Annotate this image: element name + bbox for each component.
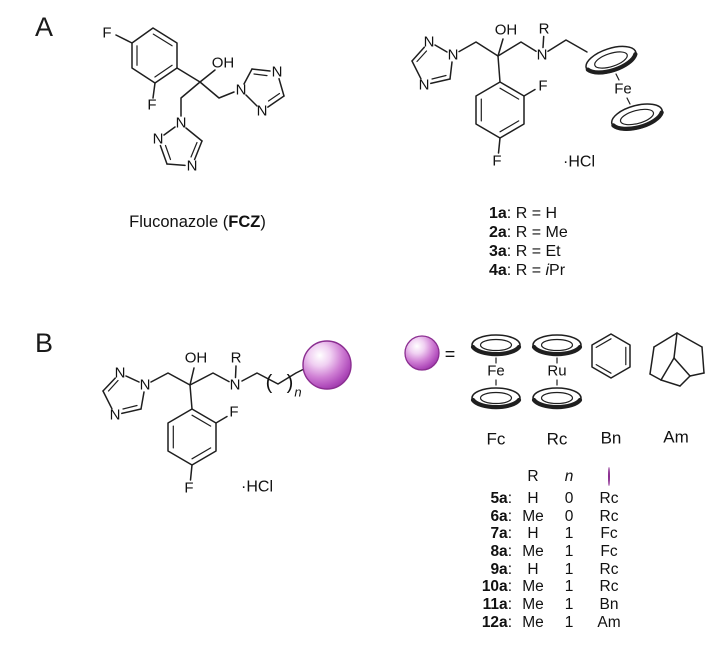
hydroxyl-label: OH	[212, 55, 235, 72]
legend-label-fc: Fc	[487, 430, 506, 449]
backbone: OH N R ( ) n	[150, 350, 309, 400]
fluorine-label: F	[229, 404, 238, 421]
table-header-r: R	[527, 468, 539, 485]
variant-4a: 4a: R = iPr	[489, 262, 566, 279]
nitrogen-label: N	[236, 82, 247, 99]
compound-table-header: R n	[466, 466, 632, 488]
hydroxyl-label: OH	[185, 350, 208, 367]
ruthenium-label: Ru	[547, 363, 566, 380]
nitrogen-label: N	[153, 131, 164, 148]
nitrogen-label: N	[424, 34, 435, 51]
r-group-label: R	[231, 350, 242, 367]
substituent-legend: = Fe Ru	[404, 332, 705, 449]
variant-1a: 1a: R = H	[489, 205, 558, 222]
variant-3a: 3a: R = Et	[489, 243, 561, 260]
ruthenocene-icon: Ru	[531, 334, 583, 410]
linker-paren-open: (	[266, 372, 273, 394]
backbone: OH N R	[458, 21, 588, 64]
nitrogen-label: N	[272, 64, 283, 81]
linker-n-subscript: n	[294, 385, 301, 400]
nitrogen-label: N	[448, 47, 459, 64]
triazole-ring-left: N N N	[102, 365, 151, 424]
amine-nitrogen-label: N	[537, 47, 548, 64]
nitrogen-label: N	[257, 103, 268, 120]
panel-b-structure: N N N OH N R ( ) n	[102, 340, 352, 497]
fluorine-label: F	[147, 97, 156, 114]
hcl-salt-label: ·HCl	[241, 479, 273, 496]
iron-label: Fe	[614, 81, 632, 98]
r-group-label: R	[539, 21, 550, 38]
triazole-ring-right: N N N	[236, 64, 285, 120]
linker-paren-close: )	[287, 372, 294, 394]
adamantane-icon	[649, 332, 705, 387]
fluorine-label: F	[492, 153, 501, 170]
panel-a-label: A	[35, 12, 54, 42]
legend-equals: =	[445, 344, 456, 364]
compound-variant-list: 1a: R = H 2a: R = Me 3a: R = Et 4a: R = iPr	[489, 204, 568, 280]
variant-2a: 2a: R = Me	[489, 224, 568, 241]
legend-label-am: Am	[663, 428, 689, 447]
hydroxyl-label: OH	[495, 22, 518, 39]
fluconazole-structure: F F OH N N N N N N	[102, 25, 285, 175]
ferrocene-group: Fe	[585, 45, 664, 131]
nitrogen-label: N	[110, 407, 121, 424]
difluorophenyl-ring: F F	[475, 55, 548, 170]
legend-label-bn: Bn	[601, 429, 622, 448]
fluorine-label: F	[184, 480, 193, 497]
difluorophenyl-ring: F F	[167, 384, 239, 497]
table-header-n: n	[564, 468, 574, 485]
fluorine-label: F	[538, 78, 547, 95]
nitrogen-label: N	[115, 365, 126, 382]
iron-label: Fe	[487, 363, 505, 380]
table-header-sphere-icon	[608, 467, 610, 486]
legend-sphere-icon	[404, 335, 440, 371]
fluconazole-caption: Fluconazole (FCZ)	[129, 213, 266, 231]
nitrogen-label: N	[140, 377, 151, 394]
triazole-ring-bottom: N N N	[153, 115, 203, 175]
nitrogen-label: N	[176, 115, 187, 132]
legend-label-rc: Rc	[547, 430, 568, 449]
compound-1a-structure: N N N OH N R	[411, 21, 664, 171]
substituent-sphere-icon	[302, 340, 352, 390]
triazole-ring-left: N N N	[411, 34, 459, 94]
hcl-salt-label: ·HCl	[563, 154, 595, 171]
benzene-icon	[591, 333, 631, 379]
central-carbinol: OH	[176, 55, 235, 117]
difluorophenyl-ring: F F	[102, 25, 178, 114]
fluconazole-abbr: FCZ	[228, 213, 261, 231]
nitrogen-label: N	[419, 77, 430, 94]
fluorine-label: F	[102, 25, 111, 42]
amine-nitrogen-label: N	[230, 377, 241, 394]
fluconazole-name: Fluconazole (	[129, 213, 229, 231]
ferrocene-icon: Fe	[470, 334, 522, 410]
nitrogen-label: N	[187, 158, 198, 175]
panel-b-label: B	[35, 328, 54, 358]
